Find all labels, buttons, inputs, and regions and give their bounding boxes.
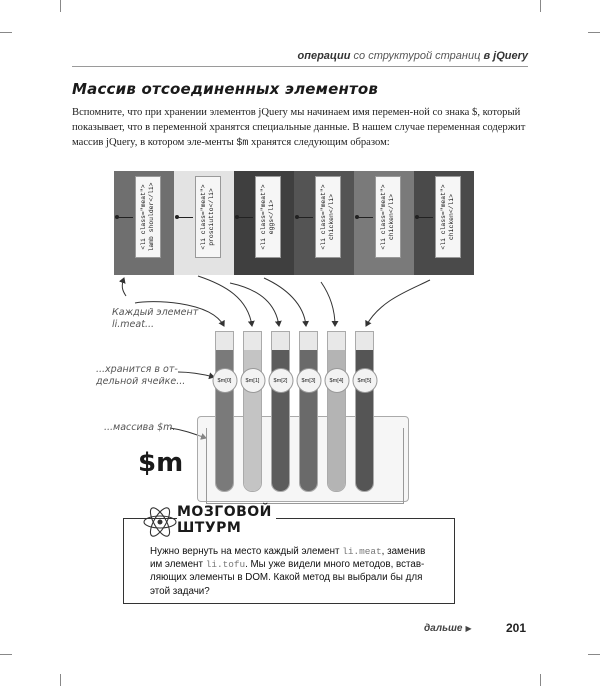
tube-rack-front (206, 428, 404, 504)
crop-mark (0, 654, 12, 655)
next-link[interactable]: дальше▶ (424, 623, 472, 634)
brainstorm-code-1: li.meat (342, 546, 382, 557)
pin-icon (295, 215, 313, 219)
pin-icon (235, 215, 253, 219)
card-line2: lamb shoulder</li> (148, 182, 155, 252)
header-part2: со структурой страниц (353, 50, 481, 62)
element-card-frame: <li class="meat">chicken</li> (414, 171, 474, 275)
element-card: <li class="meat">chicken</li> (435, 176, 461, 258)
annotation-line: ...хранится в от- (96, 364, 178, 375)
tube-label: $m[5] (352, 368, 377, 393)
brainstorm-text: Нужно вернуть на место каждый элемент li… (150, 545, 440, 598)
crop-mark (60, 674, 61, 686)
tube-label: $m[1] (240, 368, 265, 393)
element-card: <li class="meat">eggs</li> (255, 176, 281, 258)
card-line1: <li class="meat"> (260, 184, 267, 250)
intro-code-m: $m (236, 137, 249, 149)
arrow-line (118, 277, 127, 297)
tube-top (300, 332, 317, 350)
pin-icon (355, 215, 373, 219)
tube-top (328, 332, 345, 350)
card-line2: prosciutto</li> (208, 188, 215, 246)
annotation-array: ...массива $m. (104, 422, 176, 433)
annotation-line: дельной ячейке... (96, 376, 186, 387)
atom-icon (143, 507, 177, 537)
test-tube: $m[3] (296, 331, 321, 492)
dollar-m-label: $m (138, 448, 184, 478)
running-header: операции со структурой страниц в jQuery (298, 50, 528, 62)
test-tube: $m[1] (240, 331, 265, 492)
card-line1: <li class="meat"> (200, 184, 207, 250)
card-line2: chicken</li> (448, 193, 455, 241)
header-part3: в jQuery (483, 50, 528, 62)
card-line1: <li class="meat"> (320, 184, 327, 250)
intro-text-1: Вспомните, что при хранении элементов jQ… (72, 107, 526, 148)
element-card: <li class="meat">prosciutto</li> (195, 176, 221, 258)
pin-icon (175, 215, 193, 219)
brainstorm-title-line2: штурм (177, 520, 242, 536)
element-card: <li class="meat">lamb shoulder</li> (135, 176, 161, 258)
element-card-frame: <li class="meat">chicken</li> (294, 171, 354, 275)
tube-top (244, 332, 261, 350)
arrow-line (197, 275, 255, 327)
card-line2: chicken</li> (388, 193, 395, 241)
element-card-frame: <li class="meat">lamb shoulder</li> (114, 171, 174, 275)
brainstorm-title-line1: Мозговой (177, 504, 272, 520)
header-part1: операции (297, 50, 351, 62)
test-tube: $m[0] (212, 331, 237, 492)
test-tube: $m[2] (268, 331, 293, 492)
triangle-right-icon: ▶ (465, 624, 472, 633)
intro-text-2: хранятся следующим образом: (248, 136, 390, 148)
brainstorm-title: Мозговой штурм (177, 504, 276, 536)
brainstorm-text-1: Нужно вернуть на место каждый элемент (150, 546, 343, 557)
card-line1: <li class="meat"> (140, 184, 147, 250)
test-tube: $m[5] (352, 331, 377, 492)
page-number: 201 (506, 621, 527, 635)
tube-top (272, 332, 289, 350)
element-card-frame: <li class="meat">prosciutto</li> (174, 171, 234, 275)
arrow-line (229, 282, 282, 327)
section-title: Массив отсоединенных элементов (72, 80, 379, 98)
tube-label: $m[3] (296, 368, 321, 393)
test-tube: $m[4] (324, 331, 349, 492)
arrow-line (320, 281, 339, 327)
element-card-frame: <li class="meat">eggs</li> (234, 171, 294, 275)
card-line1: <li class="meat"> (380, 184, 387, 250)
crop-mark (0, 32, 12, 33)
annotation-stored: ...хранится в от- дельной ячейке... (96, 364, 185, 388)
tube-top (356, 332, 373, 350)
crop-mark (540, 674, 541, 686)
brainstorm-code-2: li.tofu (205, 559, 246, 571)
header-rule (72, 66, 528, 67)
crop-mark (540, 0, 541, 12)
tube-label: $m[2] (268, 368, 293, 393)
tube-label: $m[0] (212, 368, 237, 393)
tube-top (216, 332, 233, 350)
card-line2: chicken</li> (328, 193, 335, 241)
element-card: <li class="meat">chicken</li> (315, 176, 341, 258)
brainstorm-text-2: , заменив им элемент (150, 546, 426, 571)
intro-paragraph: Вспомните, что при хранении элементов jQ… (72, 106, 532, 151)
crop-mark (60, 0, 61, 12)
annotation-each-element: Каждый элемент li.meat... (112, 307, 198, 331)
pin-icon (115, 215, 133, 219)
card-line2: eggs</li> (268, 199, 275, 235)
element-card-frame: <li class="meat">chicken</li> (354, 171, 414, 275)
brainstorm-text-3: . Мы уже видели много методов, встав-ляю… (150, 559, 425, 597)
element-card: <li class="meat">chicken</li> (375, 176, 401, 258)
annotation-line: Каждый элемент (112, 307, 199, 318)
crop-mark (588, 32, 600, 33)
tube-label: $m[4] (324, 368, 349, 393)
next-label: дальше (424, 623, 463, 634)
pin-icon (415, 215, 433, 219)
card-line1: <li class="meat"> (440, 184, 447, 250)
arrow-line (263, 277, 310, 327)
crop-mark (588, 654, 600, 655)
arrow-line (365, 279, 431, 327)
annotation-line: li.meat... (112, 319, 155, 330)
